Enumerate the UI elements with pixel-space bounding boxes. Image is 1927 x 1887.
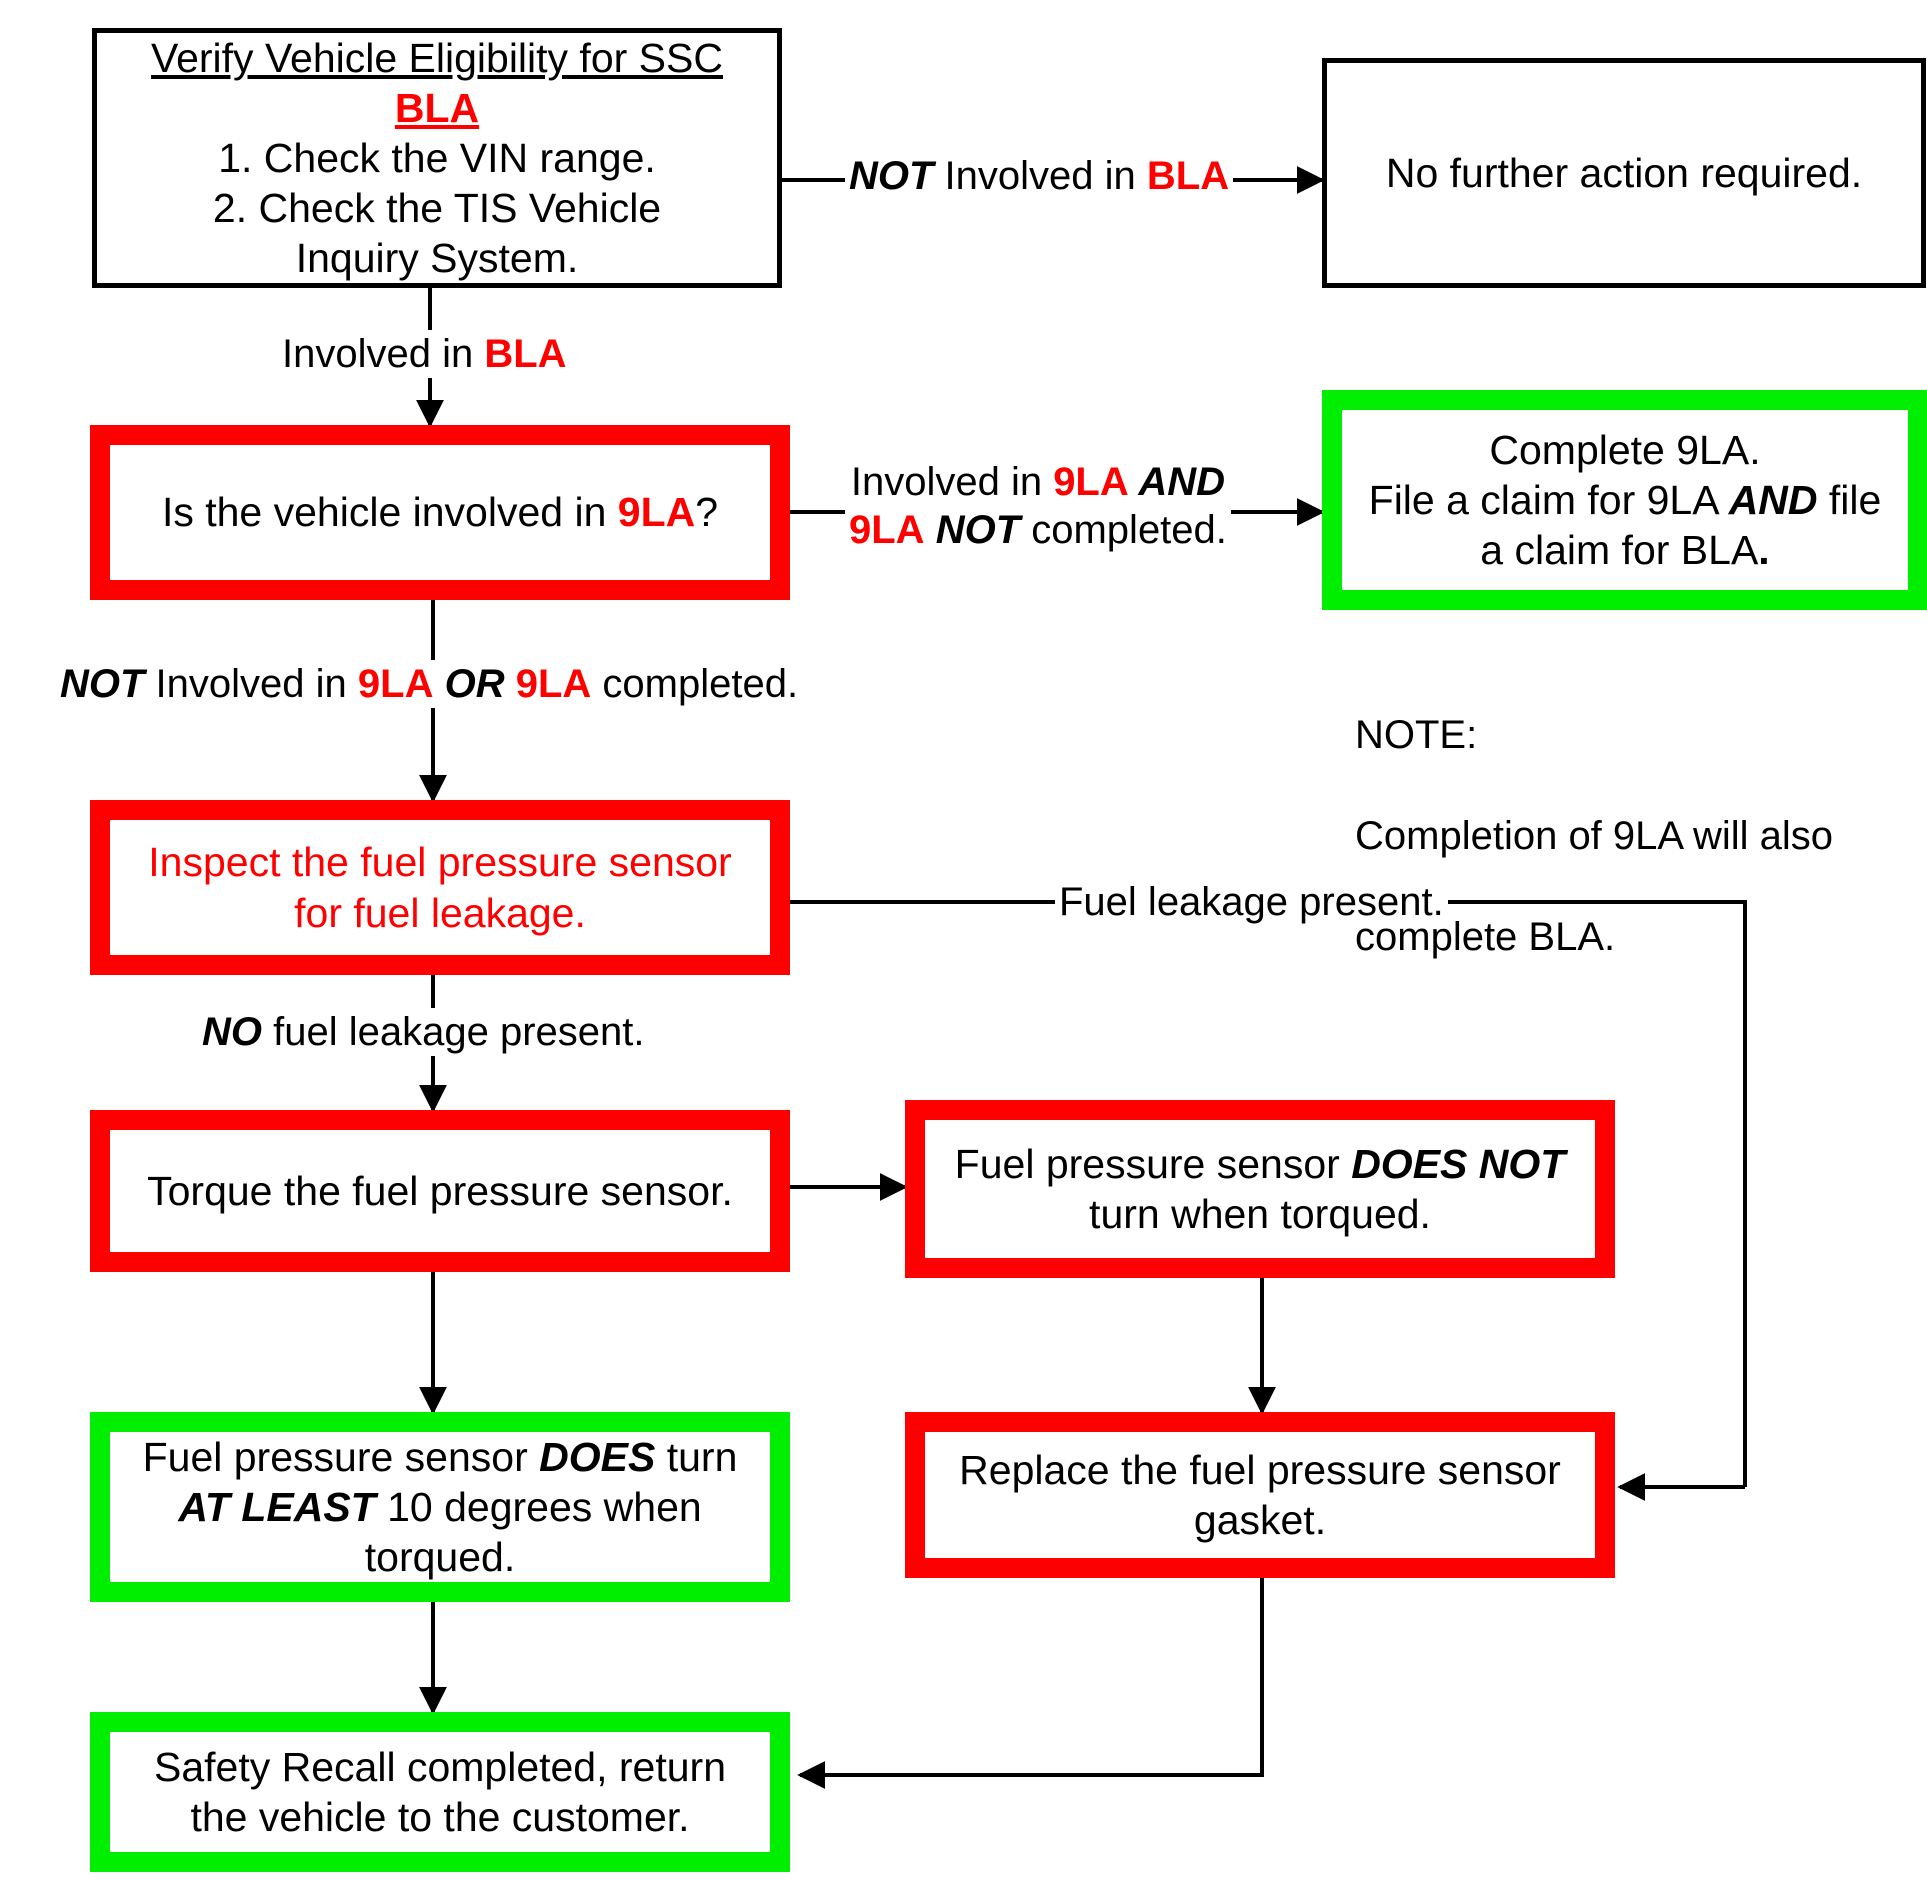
is9la-code: 9LA	[617, 489, 696, 536]
not9la-a: NOT	[60, 662, 145, 706]
complete9la-line3a: a claim for BLA	[1480, 527, 1759, 573]
node-sensor-does-not-turn[interactable]: Fuel pressure sensor DOES NOT turn when …	[905, 1100, 1615, 1278]
completed-line1: Safety Recall completed, return	[154, 1743, 726, 1790]
no-leak-b: fuel leakage present.	[262, 1010, 645, 1054]
edge-label-not-involved-9la-or-completed: NOT Involved in 9LA OR 9LA completed.	[56, 660, 803, 708]
inv9la-line2c: completed.	[1020, 508, 1227, 552]
completed-line2: the vehicle to the customer.	[190, 1794, 690, 1840]
edge-label-no-fuel-leakage: NO fuel leakage present.	[198, 1008, 649, 1056]
edge-label-not-involved-bla: NOT Involved in BLA	[845, 152, 1234, 200]
verify-code: BLA	[394, 84, 480, 131]
doesnot-line1a: Fuel pressure sensor	[954, 1140, 1352, 1187]
complete9la-line2a: File a claim for 9LA	[1368, 476, 1729, 523]
not9la-c: 9LA	[357, 662, 434, 706]
node-verify-eligibility[interactable]: Verify Vehicle Eligibility for SSC BLA 1…	[92, 28, 782, 288]
gasket-line1: Replace the fuel pressure sensor	[959, 1446, 1561, 1493]
not9la-b: Involved in	[144, 662, 358, 706]
not9la-f: completed.	[591, 662, 799, 706]
edge-label-fuel-leakage-present: Fuel leakage present.	[1055, 878, 1448, 926]
node-no-further-action[interactable]: No further action required.	[1322, 58, 1926, 288]
node-inspect-fuel-pressure-sensor[interactable]: Inspect the fuel pressure sensor for fue…	[90, 800, 790, 975]
verify-step-2-line1: 2. Check the TIS Vehicle	[212, 185, 662, 232]
note-label: NOTE:	[1355, 713, 1478, 758]
inv9la-line1c: AND	[1128, 460, 1226, 504]
involved-bla-b: BLA	[484, 332, 567, 376]
inv9la-line2a: 9LA	[849, 508, 925, 552]
fuel-leakage-present-label: Fuel leakage present.	[1055, 878, 1448, 926]
complete9la-line2c: file	[1817, 476, 1882, 523]
inspect-line2: for fuel leakage.	[294, 889, 586, 936]
edge-label-involved-9la-and-not-completed: Involved in 9LA AND 9LA NOT completed.	[845, 458, 1231, 554]
verify-heading: Verify Vehicle Eligibility for SSC	[151, 34, 723, 81]
doesturn-line1c: turn	[655, 1433, 738, 1480]
no-action-label: No further action required.	[1385, 149, 1863, 196]
involved-bla-a: Involved in	[282, 332, 485, 376]
not9la-d: OR	[433, 662, 516, 706]
doesturn-line1b: DOES	[539, 1433, 656, 1480]
node-torque-fuel-pressure-sensor[interactable]: Torque the fuel pressure sensor.	[90, 1110, 790, 1272]
doesturn-line1a: Fuel pressure sensor	[142, 1433, 540, 1480]
is9la-post: ?	[695, 489, 719, 536]
gasket-line2: gasket.	[1193, 1497, 1327, 1543]
not-involved-bla-c: BLA	[1146, 154, 1230, 198]
doesturn-line3: torqued.	[364, 1534, 516, 1581]
doesnot-line1b: DOES NOT	[1351, 1140, 1566, 1187]
verify-step-1: 1. Check the VIN range.	[218, 135, 656, 181]
inv9la-line1b: 9LA	[1053, 460, 1129, 504]
node-replace-gasket[interactable]: Replace the fuel pressure sensor gasket.	[905, 1412, 1615, 1578]
torque-label: Torque the fuel pressure sensor.	[147, 1167, 733, 1214]
not-involved-bla-b: Involved in	[933, 154, 1147, 198]
not-involved-bla-a: NOT	[849, 154, 934, 198]
verify-step-2-line2: Inquiry System.	[295, 235, 579, 282]
note-line1: Completion of 9LA will also	[1355, 814, 1834, 859]
doesturn-line2a: AT LEAST	[178, 1484, 376, 1530]
complete9la-line1: Complete 9LA.	[1489, 426, 1761, 473]
node-safety-recall-completed[interactable]: Safety Recall completed, return the vehi…	[90, 1712, 790, 1872]
inv9la-line1a: Involved in	[850, 460, 1054, 504]
node-complete-9la-file-claims[interactable]: Complete 9LA. File a claim for 9LA AND f…	[1322, 390, 1927, 610]
not9la-e: 9LA	[515, 662, 592, 706]
doesnot-line2: turn when torqued.	[1089, 1191, 1431, 1237]
complete9la-line2b: AND	[1728, 476, 1818, 523]
complete9la-line3b: .	[1758, 527, 1770, 573]
inv9la-line2b: NOT	[924, 508, 1021, 552]
inspect-line1: Inspect the fuel pressure sensor	[148, 839, 732, 886]
node-sensor-does-turn[interactable]: Fuel pressure sensor DOES turn AT LEAST …	[90, 1412, 790, 1602]
node-is-vehicle-involved-9la[interactable]: Is the vehicle involved in 9LA?	[90, 425, 790, 600]
edge-label-involved-bla: Involved in BLA	[278, 330, 571, 378]
note-block: NOTE: Completion of 9LA will also comple…	[1355, 660, 1915, 1013]
doesturn-line2b: 10 degrees when	[375, 1484, 702, 1530]
no-leak-a: NO	[202, 1010, 262, 1054]
is9la-pre: Is the vehicle involved in	[161, 489, 618, 536]
